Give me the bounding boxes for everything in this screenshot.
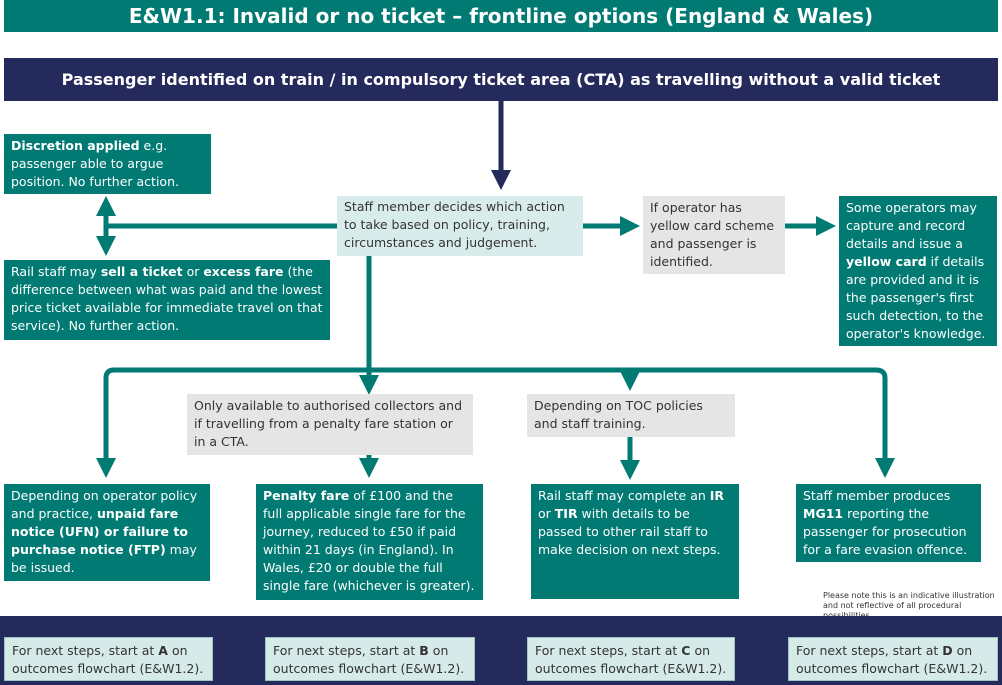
next-steps-d-letter: D [942,643,953,658]
next-steps-b-letter: B [419,643,429,658]
ufn-text-1: Depending on operator policy and practic… [11,488,198,521]
ir-text-2: or [538,506,555,521]
discretion-bold: Discretion applied [11,138,140,153]
next-steps-a-letter: A [158,643,168,658]
next-steps-c-letter: C [681,643,691,658]
sell-text-2: or [182,264,204,279]
sell-text-3: (the difference between what was paid an… [11,264,323,333]
discretion-text: e.g. passenger able to argue position. N… [11,138,179,189]
yellow-condition-box: If operator has yellow card scheme and p… [643,196,785,274]
next-steps-d-text-1: For next steps, start at [796,643,943,658]
yellow-bold: yellow card [846,254,927,269]
sell-bold-1: sell a ticket [100,264,183,279]
decision-box: Staff member decides which action to tak… [337,196,583,256]
next-steps-b-text-1: For next steps, start at [273,643,420,658]
disclaimer-note: Please note this is an indicative illust… [823,591,995,620]
ir-text-1: Rail staff may complete an [538,488,710,503]
yellow-card-outcome-box: Some operators may capture and record de… [839,196,997,346]
next-steps-d: For next steps, start at D on outcomes f… [788,637,998,681]
next-steps-c-text-2: on outcomes flowchart (E&W1.2). [535,643,727,676]
next-steps-c: For next steps, start at C on outcomes f… [527,637,735,681]
sell-ticket-box: Rail staff may sell a ticket or excess f… [4,260,330,340]
next-steps-a-text-2: on outcomes flowchart (E&W1.2). [12,643,204,676]
start-node: Passenger identified on train / in compu… [4,58,998,101]
mg11-text-1: Staff member produces [803,488,951,503]
ir-text-3: with details to be passed to other rail … [538,506,721,557]
authorised-collectors-note: Only available to authorised collectors … [187,394,473,455]
tir-bold: TIR [554,506,578,521]
mg11-text-2: reporting the passenger for prosecution … [803,506,968,557]
next-steps-a-text-1: For next steps, start at [12,643,159,658]
penalty-fare-box: Penalty fare of £100 and the full applic… [256,484,483,600]
sell-text-1: Rail staff may [11,264,101,279]
next-steps-b-text-2: on outcomes flowchart (E&W1.2). [273,643,465,676]
next-steps-b: For next steps, start at B on outcomes f… [265,637,475,681]
toc-policies-note: Depending on TOC policies and staff trai… [527,394,735,437]
ufn-text-2: may be issued. [11,542,197,575]
next-steps-a: For next steps, start at A on outcomes f… [4,637,213,681]
connector-bracket [103,367,888,470]
sell-bold-2: excess fare [203,264,284,279]
ir-tir-box: Rail staff may complete an IR or TIR wit… [531,484,739,599]
next-steps-c-text-1: For next steps, start at [535,643,682,658]
ufn-ftp-box: Depending on operator policy and practic… [4,484,210,581]
mg11-bold: MG11 [803,506,844,521]
ir-bold: IR [709,488,725,503]
yellow-text-1: Some operators may capture and record de… [846,200,977,251]
page-title: E&W1.1: Invalid or no ticket – frontline… [4,0,998,32]
next-steps-d-text-2: on outcomes flowchart (E&W1.2). [796,643,988,676]
ufn-bold: unpaid fare notice (UFN) or failure to p… [11,506,188,557]
penalty-text: of £100 and the full applicable single f… [263,488,475,593]
discretion-box: Discretion applied e.g. passenger able t… [4,134,211,194]
penalty-bold: Penalty fare [263,488,350,503]
mg11-box: Staff member produces MG11 reporting the… [796,484,981,562]
yellow-text-2: if details are provided and it is the pa… [846,254,986,341]
